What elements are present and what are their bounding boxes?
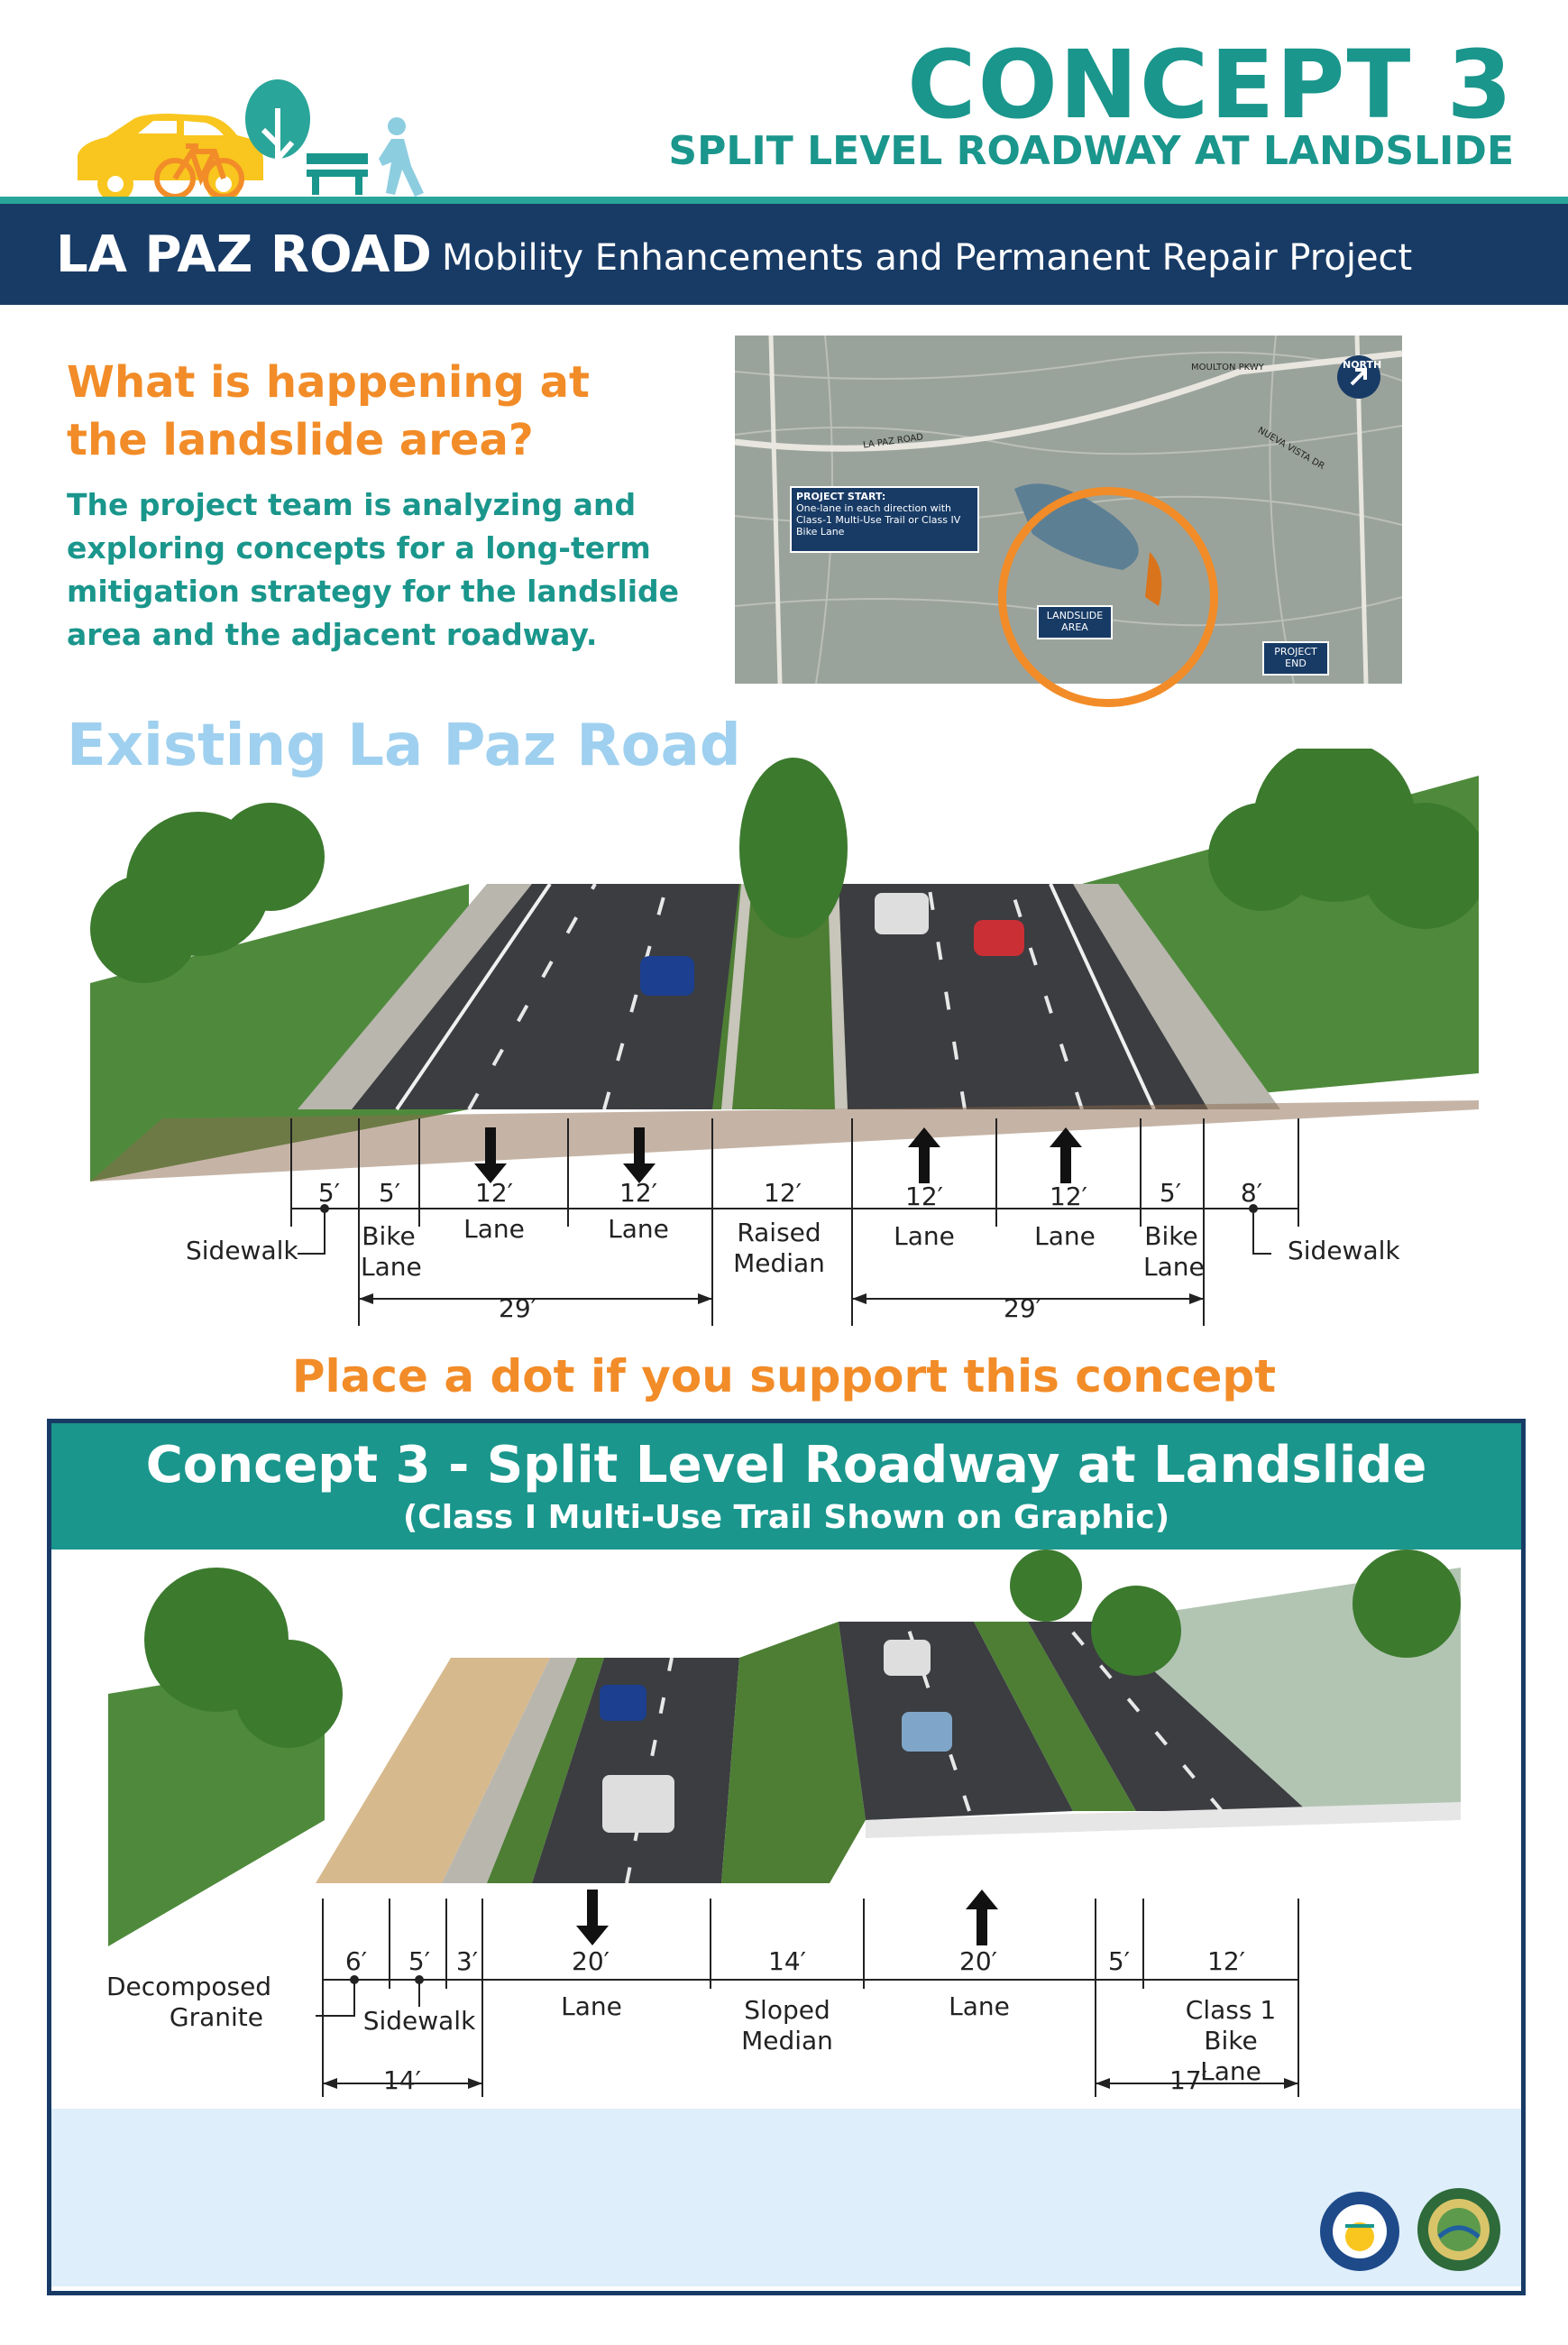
concept-total-right: 17′ [1169, 2065, 1207, 2095]
pedestrian-icon [379, 117, 424, 197]
concept-title: CONCEPT 3 [907, 30, 1514, 140]
concept-dim-bike-lane: 12′ [1207, 1946, 1245, 1976]
existing-label-lane3: Lane [894, 1221, 955, 1251]
existing-dim-bike: 5′ [378, 1178, 401, 1208]
banner-road-name: LA PAZ ROAD [56, 225, 432, 284]
concept-dimension-lines [316, 1890, 1299, 2097]
la-paz-road-logo [1320, 2192, 1399, 2271]
existing-total-right: 29′ [1004, 1293, 1041, 1323]
existing-label-bike-left: Bike Lane [361, 1221, 422, 1282]
existing-dim-sidewalk: 5′ [317, 1178, 341, 1208]
concept-subtitle: SPLIT LEVEL ROADWAY AT LANDSLIDE [668, 128, 1514, 174]
bench-icon [307, 153, 368, 195]
concept-dim-median: 14′ [768, 1946, 806, 1976]
header-divider [0, 197, 1568, 204]
direction-arrows [474, 1127, 1082, 1183]
concept-total-left: 14′ [383, 2065, 421, 2095]
existing-label-bike-right: Bike Lane [1143, 1221, 1205, 1282]
concept-label-bike-lane: Class 1 Bike Lane [1185, 1995, 1277, 2086]
concept-label-granite: Decomposed Granite [106, 1972, 272, 2032]
map-project-start-body: One-lane in each direction with Class-1 … [796, 502, 961, 538]
concept-roadway-render [108, 1550, 1461, 1946]
concept-panel-subtitle: (Class I Multi-Use Trail Shown on Graphi… [402, 1499, 1170, 1536]
concept-label-sidewalk: Sidewalk [362, 2006, 476, 2036]
map-north-label: NORTH [1343, 359, 1382, 371]
support-prompt: Place a dot if you support this concept [291, 1350, 1277, 1402]
map-street-moulton: MOULTON PKWY [1191, 363, 1264, 372]
existing-label-lane4: Lane [1034, 1221, 1096, 1251]
concept-dim-buffer: 3′ [455, 1946, 479, 1976]
existing-total-left: 29′ [499, 1293, 536, 1323]
tree-icon [245, 79, 310, 193]
existing-label-lane1: Lane [463, 1214, 525, 1244]
banner-project-name: Mobility Enhancements and Permanent Repa… [442, 237, 1413, 279]
existing-dim-lane1: 12′ [475, 1178, 513, 1208]
existing-dim-median: 12′ [764, 1178, 802, 1208]
concept-label-lane-right: Lane [949, 1991, 1010, 2021]
intro-body: The project team is analyzing and explor… [67, 487, 680, 652]
map-project-start: PROJECT START: One-lane in each directio… [796, 491, 973, 538]
concept-direction-arrows [576, 1890, 998, 1945]
map-project-end-label: PROJECT END [1274, 646, 1317, 669]
map-project-start-title: PROJECT START: [796, 491, 886, 502]
concept-dim-sidewalk: 5′ [408, 1946, 431, 1976]
concept-label-median: Sloped Median [741, 1995, 833, 2055]
existing-title: Existing La Paz Road [67, 713, 741, 779]
north-arrow-icon [1337, 355, 1380, 399]
existing-dim-lane4: 12′ [1050, 1182, 1087, 1211]
concept-dim-lane-right: 20′ [959, 1946, 997, 1976]
existing-label-median: Raised Median [733, 1218, 825, 1278]
concept-dim-granite: 6′ [344, 1946, 368, 1976]
existing-roadway-render [90, 749, 1479, 1182]
bicycle-icon [154, 143, 244, 199]
concept-panel-title: Concept 3 - Split Level Roadway at Lands… [145, 1436, 1427, 1494]
existing-dim-lane3: 12′ [905, 1182, 943, 1211]
concept-dim-lane-left: 20′ [572, 1946, 610, 1976]
existing-label-sidewalk-right: Sidewalk [1288, 1236, 1400, 1265]
landslide-highlight-circle [998, 487, 1218, 707]
city-seal-logo [1417, 2188, 1500, 2271]
concept-dim-buffer-right: 5′ [1107, 1946, 1131, 1976]
existing-label-lane2: Lane [608, 1214, 669, 1244]
header-icons [78, 79, 424, 202]
concept-panel-header: Concept 3 - Split Level Roadway at Lands… [51, 1423, 1521, 1550]
existing-dim-bike-right: 5′ [1159, 1178, 1182, 1208]
existing-dim-sidewalk-right: 8′ [1240, 1178, 1263, 1208]
concept-label-lane-left: Lane [561, 1991, 622, 2021]
existing-dimension-lines [290, 1118, 1299, 1326]
intro-question: What is happening at the landslide area? [67, 357, 590, 465]
existing-label-sidewalk-left: Sidewalk [186, 1236, 298, 1265]
concept-panel-footer [51, 2109, 1521, 2286]
project-banner: LA PAZ ROAD Mobility Enhancements and Pe… [0, 204, 1568, 305]
existing-dim-lane2: 12′ [619, 1178, 657, 1208]
